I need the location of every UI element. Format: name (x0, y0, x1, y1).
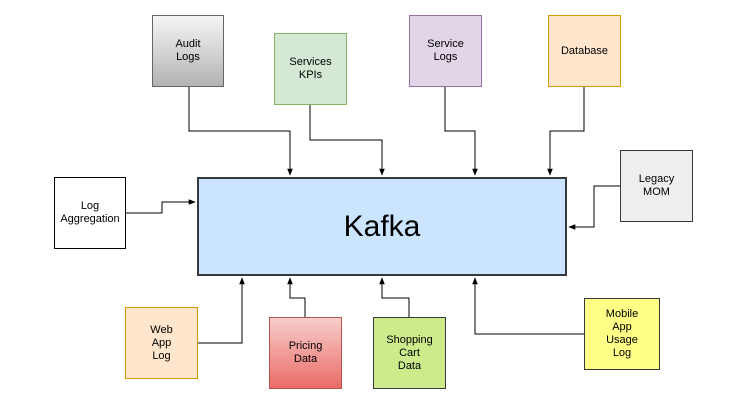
node-audit-logs[interactable]: Audit Logs (152, 15, 224, 87)
node-log-aggregation[interactable]: Log Aggregation (54, 177, 126, 249)
kafka-hub[interactable]: Kafka (197, 177, 567, 276)
node-mobile-app-usage-log[interactable]: Mobile App Usage Log (584, 298, 660, 370)
node-shopping-cart-data[interactable]: Shopping Cart Data (373, 317, 446, 389)
node-database[interactable]: Database (548, 15, 621, 87)
edge-service-logs (444, 87, 478, 176)
edge-web-app-log (198, 277, 245, 344)
node-service-logs[interactable]: Service Logs (409, 15, 482, 87)
node-services-kpis[interactable]: Services KPIs (274, 33, 347, 105)
edge-mobile-app-usage-log (472, 277, 584, 335)
edge-legacy-mom (568, 185, 620, 230)
edge-pricing-data (287, 277, 306, 317)
edge-services-kpis (309, 105, 385, 176)
edge-database (547, 87, 585, 176)
node-pricing-data[interactable]: Pricing Data (269, 317, 342, 389)
edge-audit-logs (188, 87, 293, 176)
edge-log-aggregation (126, 199, 196, 214)
edge-shopping-cart-data (379, 277, 410, 317)
node-web-app-log[interactable]: Web App Log (125, 307, 198, 379)
node-legacy-mom[interactable]: Legacy MOM (620, 150, 693, 222)
